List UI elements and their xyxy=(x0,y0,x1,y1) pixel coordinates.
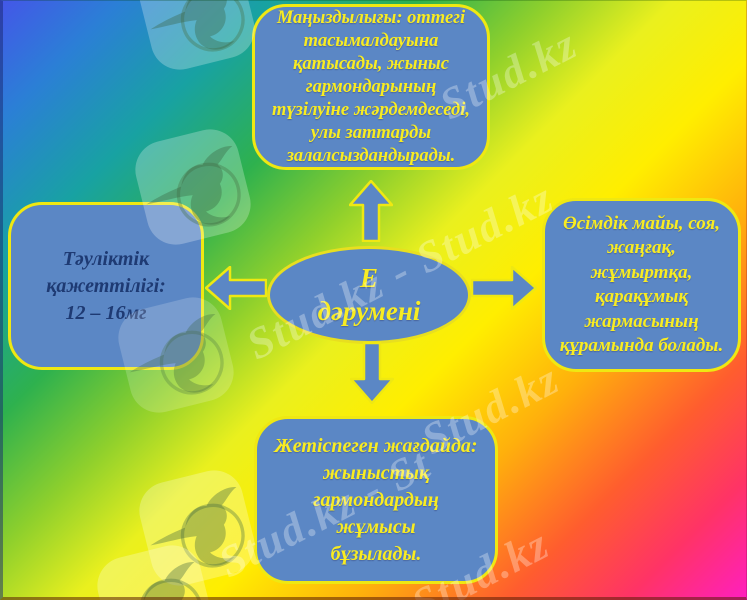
arrow-left-shape xyxy=(205,266,267,310)
arrow-right-icon xyxy=(471,266,537,310)
arrow-up-shape xyxy=(349,180,393,242)
node-food-sources-text: Өсімдік майы, соя, жаңғақ, жұмыртқа, қар… xyxy=(559,212,724,357)
hummingbird-icon xyxy=(150,487,237,566)
center-node-vitamin-e: Е дәрумені xyxy=(267,246,471,344)
logo-tile xyxy=(139,0,255,70)
node-deficiency-text: Жетіспеген жағдайда: жыныстық гармондард… xyxy=(274,434,478,565)
center-node-text: Е дәрумені xyxy=(317,263,421,326)
node-daily-requirement: Тәуліктік қажеттілігі: 12 – 16мг xyxy=(8,202,204,370)
logo-swirl xyxy=(138,578,203,600)
arrow-left-icon xyxy=(205,266,267,310)
arrow-right-shape xyxy=(471,266,537,310)
arrow-down-icon xyxy=(350,342,394,404)
logo-swirl xyxy=(180,503,245,568)
stud-kz-logo-icon xyxy=(139,470,255,586)
hummingbird-icon xyxy=(150,0,237,50)
stud-kz-logo-icon xyxy=(139,0,255,70)
arrow-up-icon xyxy=(349,180,393,242)
logo-swirl xyxy=(180,0,245,52)
node-importance: Маңыздылығы: оттегі тасымалдауына қатыса… xyxy=(252,4,490,170)
hummingbird-icon xyxy=(108,562,195,600)
logo-tile xyxy=(97,545,213,600)
stud-kz-logo-icon xyxy=(97,545,213,600)
node-importance-text: Маңыздылығы: оттегі тасымалдауына қатыса… xyxy=(272,7,470,166)
arrow-down-shape xyxy=(350,342,394,404)
logo-tile xyxy=(139,470,255,586)
node-daily-requirement-text: Тәуліктік қажеттілігі: 12 – 16мг xyxy=(46,247,166,324)
node-food-sources: Өсімдік майы, соя, жаңғақ, жұмыртқа, қар… xyxy=(542,198,741,372)
node-deficiency: Жетіспеген жағдайда: жыныстық гармондард… xyxy=(254,416,498,584)
